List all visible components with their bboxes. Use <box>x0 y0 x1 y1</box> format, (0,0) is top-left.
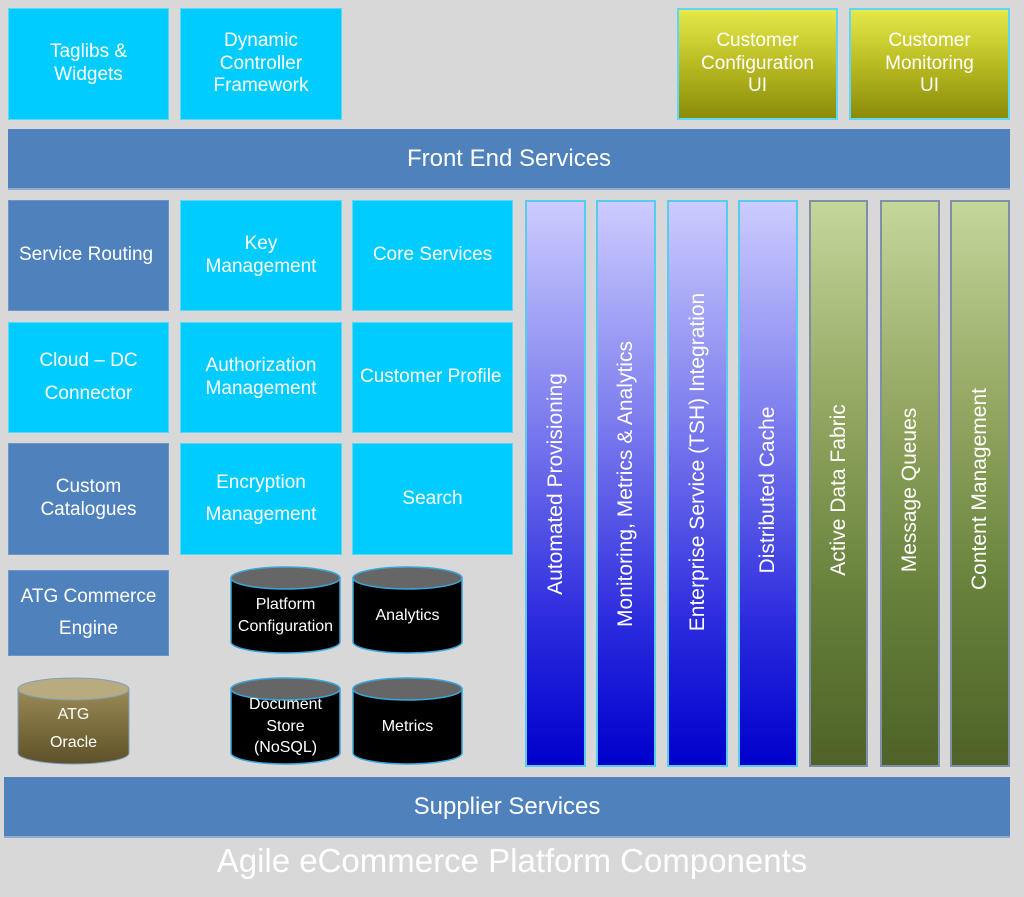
analytics-label: Analytics <box>375 607 440 624</box>
content-management-column: Content Management <box>950 200 1010 767</box>
atg-commerce-engine-box: ATG Commerce Engine <box>8 570 169 656</box>
database-cylinder-icon <box>17 677 130 765</box>
customer-profile-label: Customer Profile <box>360 366 502 388</box>
encryption-management-label: Encryption Management <box>205 471 317 525</box>
front-end-services-bar: Front End Services <box>8 129 1010 190</box>
database-cylinder-icon <box>230 677 341 765</box>
active-data-fabric-column: Active Data Fabric <box>809 200 868 767</box>
analytics-database: Analytics <box>352 566 463 654</box>
taglibs-widgets-box: Taglibs & Widgets <box>8 8 169 120</box>
enterprise-service-integration-column: Enterprise Service (TSH) Integration <box>667 200 728 767</box>
diagram-title: Agile eCommerce Platform Components <box>216 842 808 879</box>
core-services-box: Core Services <box>352 200 513 311</box>
metrics-database: Metrics <box>352 677 463 765</box>
distributed-cache-column: Distributed Cache <box>738 200 798 767</box>
monitoring-metrics-analytics-label: Monitoring, Metrics & Analytics <box>614 340 637 627</box>
atg-oracle-label: ATG Oracle <box>49 706 98 751</box>
search-box: Search <box>352 443 513 555</box>
database-cylinder-icon <box>352 677 463 765</box>
database-cylinder-icon <box>352 566 463 654</box>
search-label: Search <box>402 487 463 509</box>
encryption-management-box: Encryption Management <box>180 443 342 555</box>
supplier-services-bar: Supplier Services <box>4 777 1010 838</box>
key-management-box: Key Management <box>180 200 342 311</box>
authorization-management-box: Authorization Management <box>180 322 342 433</box>
authorization-management-label: Authorization Management <box>205 354 317 399</box>
distributed-cache-label: Distributed Cache <box>756 406 779 573</box>
dynamic-controller-label: Dynamic Controller Framework <box>213 29 309 97</box>
automated-provisioning-label: Automated Provisioning <box>543 372 567 595</box>
customer-monitoring-ui-label: Customer Monitoring UI <box>885 29 974 97</box>
atg-oracle-database: ATG Oracle <box>17 677 130 765</box>
document-store-database: Document Store (NoSQL) <box>230 677 341 765</box>
customer-configuration-ui-label: Customer Configuration UI <box>700 29 815 97</box>
active-data-fabric-label: Active Data Fabric <box>826 403 850 576</box>
taglibs-widgets-label: Taglibs & Widgets <box>49 41 128 85</box>
content-management-label: Content Management <box>968 387 991 590</box>
cloud-dc-connector-label: Cloud – DC Connector <box>39 350 138 404</box>
core-services-label: Core Services <box>372 244 493 266</box>
supplier-services-label: Supplier Services <box>413 792 601 820</box>
monitoring-metrics-analytics-column: Monitoring, Metrics & Analytics <box>596 200 656 767</box>
front-end-services-label: Front End Services <box>406 144 612 172</box>
document-store-label: Document Store (NoSQL) <box>249 696 322 757</box>
database-cylinder-icon <box>230 566 341 654</box>
key-management-label: Key Management <box>205 232 317 277</box>
platform-configuration-database: Platform Configuration <box>230 566 341 654</box>
platform-configuration-label: Platform Configuration <box>237 596 334 635</box>
service-routing-label: Service Routing <box>19 244 154 266</box>
cloud-dc-connector-box: Cloud – DC Connector <box>8 322 169 433</box>
custom-catalogues-label: Custom Catalogues <box>40 476 137 520</box>
atg-commerce-engine-label: ATG Commerce Engine <box>20 585 157 639</box>
dynamic-controller-box: Dynamic Controller Framework <box>180 8 342 120</box>
automated-provisioning-column: Automated Provisioning <box>525 200 586 767</box>
customer-monitoring-ui-box: Customer Monitoring UI <box>849 8 1010 120</box>
message-queues-label: Message Queues <box>898 407 921 572</box>
custom-catalogues-box: Custom Catalogues <box>8 443 169 555</box>
customer-configuration-ui-box: Customer Configuration UI <box>677 8 838 120</box>
service-routing-box: Service Routing <box>8 200 169 311</box>
metrics-label: Metrics <box>381 718 434 735</box>
message-queues-column: Message Queues <box>880 200 940 767</box>
enterprise-service-integration-label: Enterprise Service (TSH) Integration <box>685 292 709 631</box>
customer-profile-box: Customer Profile <box>352 322 513 433</box>
